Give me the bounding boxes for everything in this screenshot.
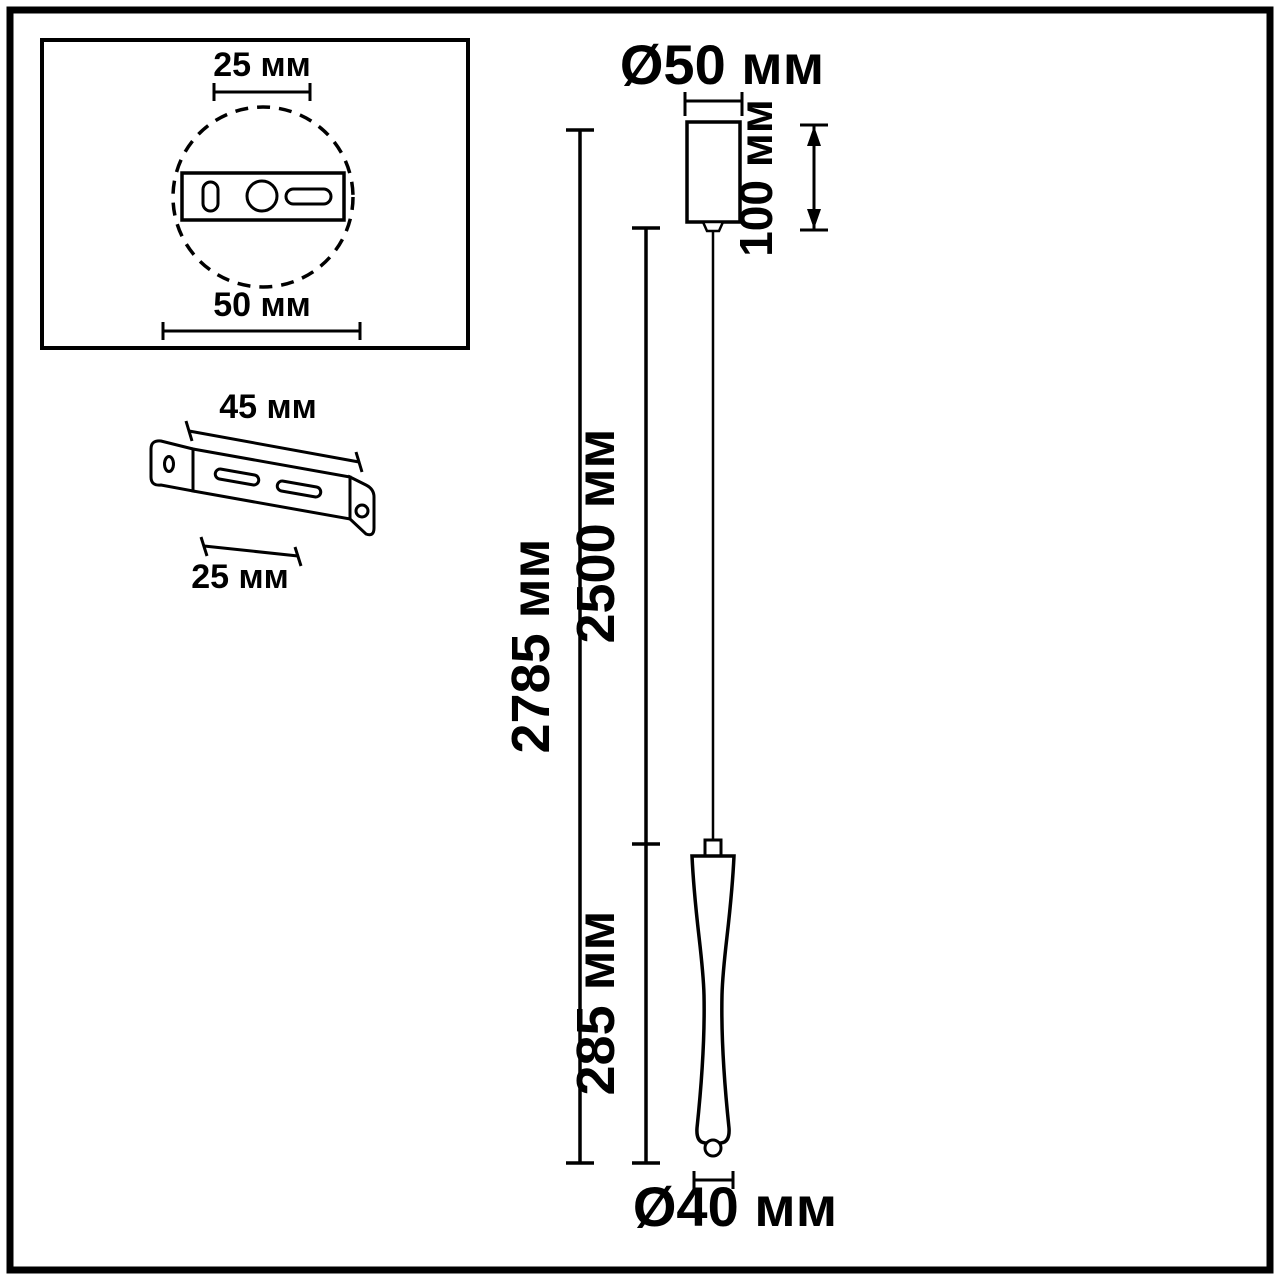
dim-total-height-label: 2785 мм — [501, 538, 561, 753]
dim-body-diameter: Ø40 мм — [633, 1171, 837, 1238]
lamp-body — [690, 854, 736, 1145]
bracket-left-hole — [163, 455, 175, 473]
dim-bracket-width: 45 мм — [184, 388, 364, 473]
bracket-slot-1 — [213, 467, 261, 487]
bracket-body — [149, 439, 376, 537]
dim-plate-width-label: 50 мм — [213, 286, 311, 324]
mount-bracket-figure: 45 мм 25 мм — [149, 388, 376, 596]
dim-plate-hole-spacing: 25 мм — [212, 46, 312, 101]
dim-canopy-diameter: Ø50 мм — [620, 33, 824, 116]
plate-slot-left — [201, 180, 220, 213]
dim-body-height: 285 мм — [566, 844, 660, 1165]
plate-center-hole — [245, 179, 279, 213]
dim-bracket-width-label: 45 мм — [219, 388, 317, 426]
lamp-top-cap — [703, 838, 723, 858]
dim-plate-hole-spacing-label: 25 мм — [213, 46, 311, 84]
dim-plate-width: 50 мм — [161, 286, 362, 340]
dim-cable-length-label: 2500 мм — [566, 428, 626, 643]
canopy-cable-gland — [701, 220, 725, 233]
mount-plate-panel: 25 мм 50 мм — [40, 38, 470, 350]
cutout-dashed-circle — [171, 105, 355, 289]
dim-body-height-label: 285 мм — [566, 911, 626, 1096]
bracket-right-hole — [354, 503, 370, 519]
dim-bracket-slot-spacing: 25 мм — [191, 536, 303, 596]
arrow-up — [807, 126, 821, 146]
bracket-slot-2 — [275, 479, 323, 499]
dim-bracket-slot-spacing-label: 25 мм — [191, 558, 289, 596]
dim-canopy-height-label: 100 мм — [730, 99, 782, 257]
dim-total-height: 2785 мм — [501, 128, 594, 1165]
dim-body-diameter-label: Ø40 мм — [633, 1175, 837, 1238]
dim-canopy-height: 100 мм — [730, 99, 828, 257]
outer-frame — [6, 6, 1274, 1274]
plate-slot-right — [284, 187, 333, 206]
pendant-lamp-figure: Ø50 мм 100 мм 2785 мм 2500 мм — [501, 33, 837, 1238]
dim-cable-length: 2500 мм — [566, 226, 660, 846]
lamp-bottom-lens — [703, 1138, 723, 1158]
arrow-down — [807, 209, 821, 229]
dim-canopy-diameter-label: Ø50 мм — [620, 33, 824, 96]
bracket-main-face — [191, 447, 352, 521]
inset-box — [40, 38, 470, 350]
